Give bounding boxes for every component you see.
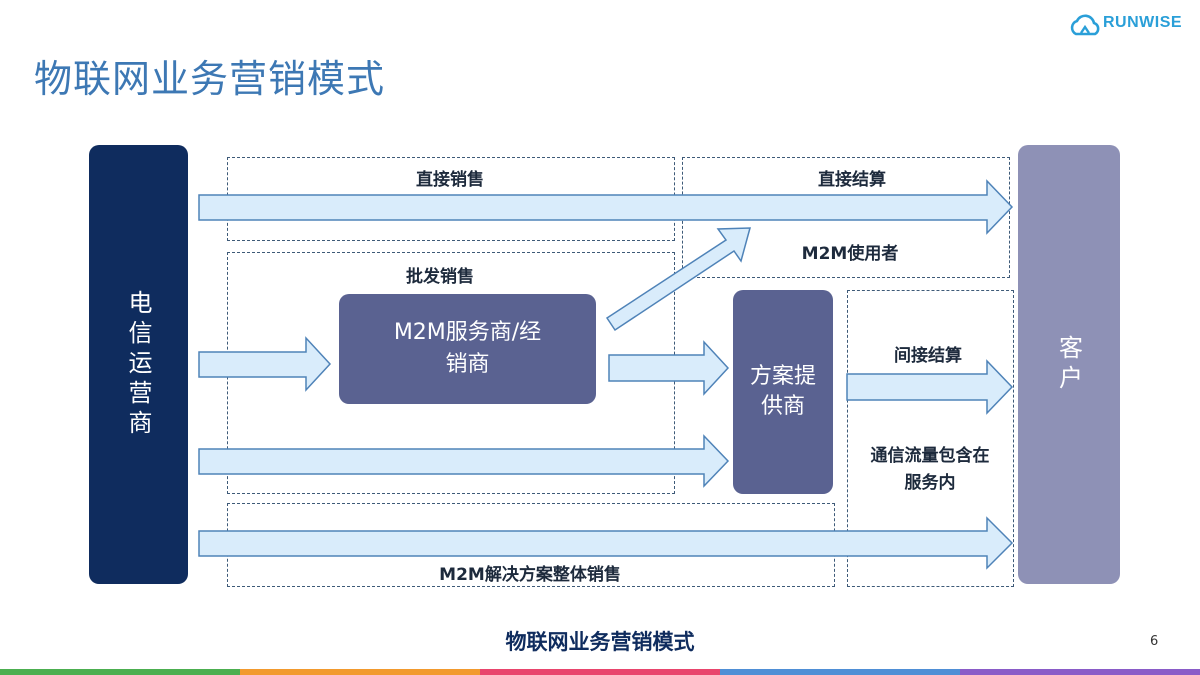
solution-sales-label: M2M解决方案整体销售 [439, 565, 621, 585]
cloud-logo-icon [1070, 14, 1100, 36]
color-bar-segment [720, 669, 960, 675]
operator-box: 电信运营商 [89, 145, 188, 584]
direct-sales-label: 直接销售 [416, 170, 484, 190]
indirect-settlement-label: 间接结算 [894, 346, 962, 366]
customer-box: 客户 [1018, 145, 1120, 584]
bottom-color-bar [0, 669, 1200, 675]
arrow-reseller-to-provider [608, 340, 730, 396]
page-title: 物联网业务营销模式 [34, 57, 386, 101]
color-bar-segment [480, 669, 720, 675]
m2m-user-label: M2M使用者 [801, 244, 899, 264]
footer-caption: 物联网业务营销模式 [505, 630, 695, 654]
page-number: 6 [1150, 634, 1159, 649]
arrow-operator-to-reseller [198, 336, 332, 392]
arrow-provider-to-customer [846, 359, 1014, 415]
color-bar-segment [960, 669, 1200, 675]
arrow-reseller-to-m2m-user [605, 227, 751, 332]
brand-logo: RUNWISE [1103, 14, 1183, 31]
arrow-solution-sales [198, 516, 1014, 570]
arrow-direct-sales [198, 179, 1014, 235]
reseller-label: M2M服务商/经销商 [393, 320, 542, 377]
wholesale-label: 批发销售 [406, 267, 474, 287]
reseller-box: M2M服务商/经销商 [339, 294, 596, 404]
solution-provider-box: 方案提供商 [733, 290, 833, 494]
traffic-included-line1: 通信流量包含在 [870, 446, 990, 466]
color-bar-segment [0, 669, 240, 675]
customer-label: 客户 [1054, 334, 1083, 395]
operator-label: 电信运营商 [124, 289, 152, 440]
solution-provider-label: 方案提供商 [749, 364, 816, 419]
color-bar-segment [240, 669, 480, 675]
indirect-settlement-group [847, 290, 1014, 587]
traffic-included-line2: 服务内 [904, 473, 956, 493]
arrow-operator-to-provider [198, 434, 730, 488]
direct-settlement-label: 直接结算 [818, 170, 886, 190]
